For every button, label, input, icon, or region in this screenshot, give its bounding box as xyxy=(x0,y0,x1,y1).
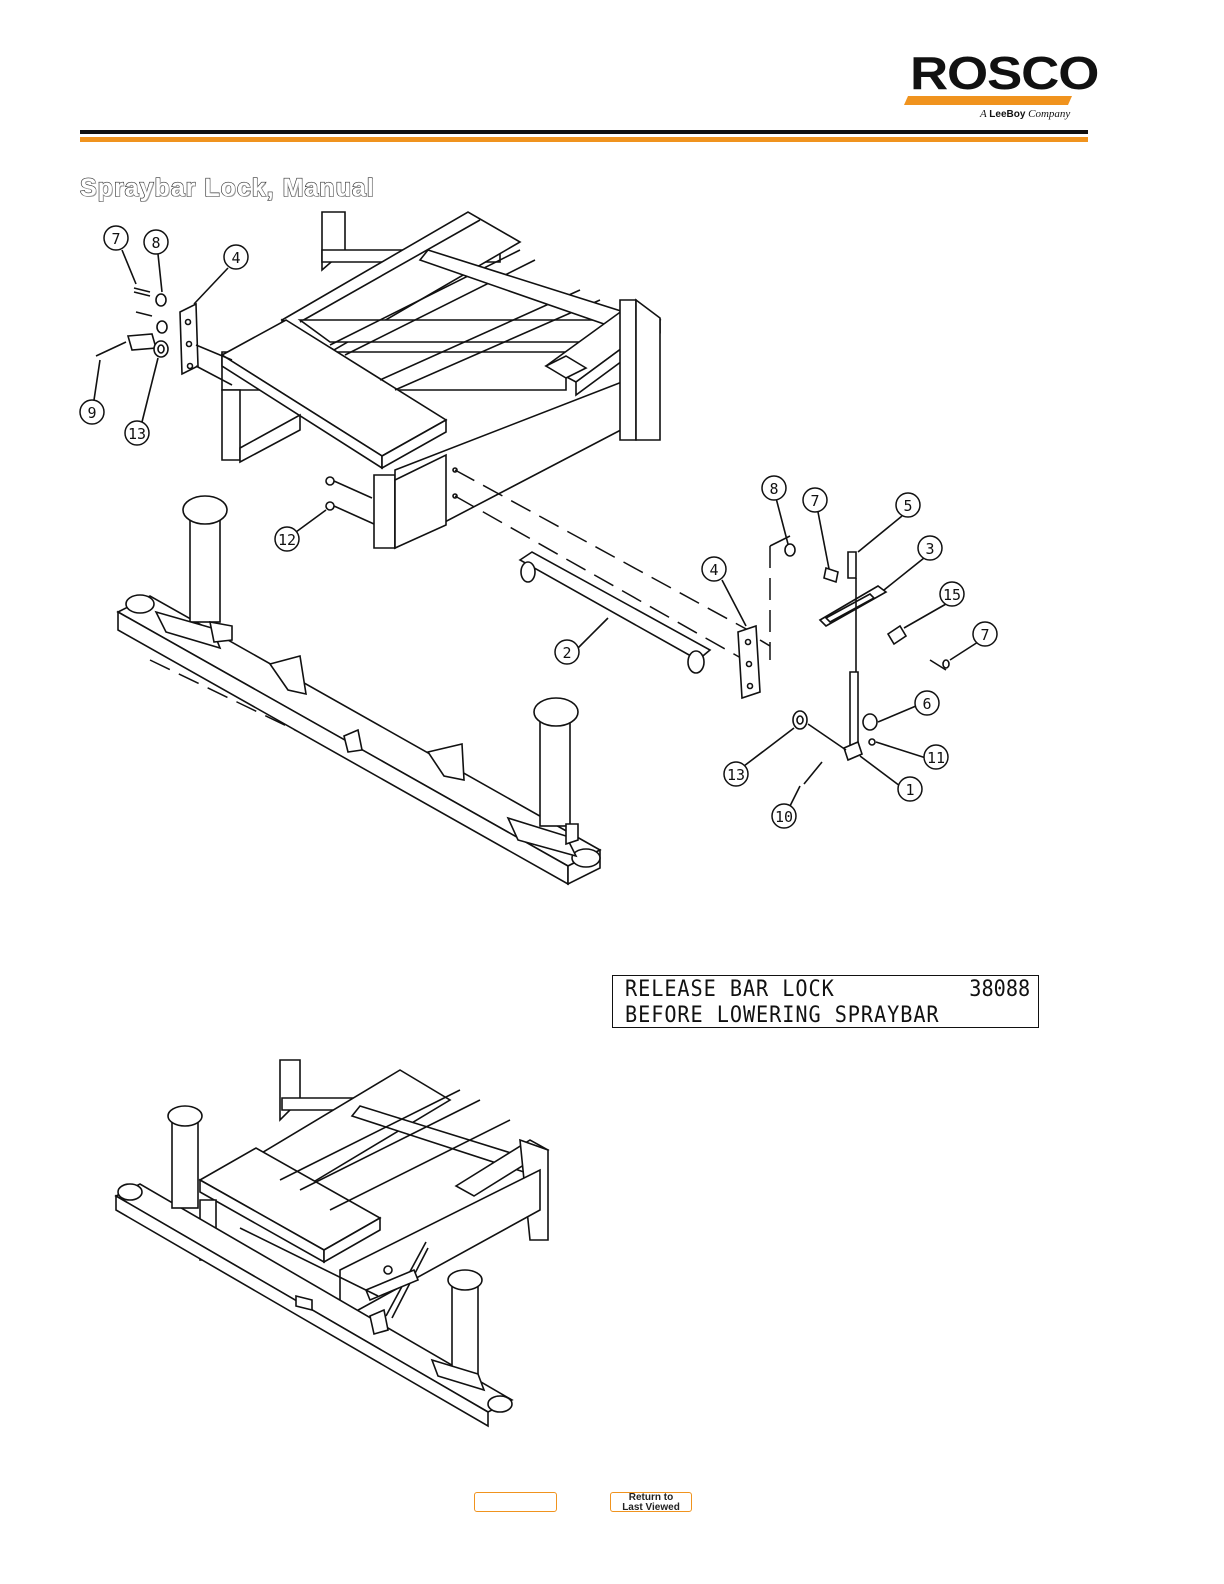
callout-label: 7 xyxy=(111,230,120,248)
callout-label: 1 xyxy=(905,781,914,799)
callout-label: 3 xyxy=(925,540,934,558)
callout-7-top-left: 7 xyxy=(104,226,128,250)
callout-9: 9 xyxy=(80,400,104,424)
callout-15: 15 xyxy=(940,582,964,606)
callout-label: 12 xyxy=(278,531,296,549)
callout-label: 15 xyxy=(943,586,961,604)
callout-label: 11 xyxy=(927,749,945,767)
callout-4-top-left: 4 xyxy=(224,245,248,269)
decal-part-number: 38088 xyxy=(969,977,1030,1002)
decal-line-2: BEFORE LOWERING SPRAYBAR xyxy=(625,1003,940,1028)
callout-label: 9 xyxy=(87,404,96,422)
callout-3: 3 xyxy=(918,536,942,560)
right-plate xyxy=(722,536,790,698)
callout-8-right: 8 xyxy=(762,476,786,500)
callout-11: 11 xyxy=(924,745,948,769)
decal-line-1: RELEASE BAR LOCK xyxy=(625,977,835,1002)
callout-4-right: 4 xyxy=(702,557,726,581)
callout-label: 5 xyxy=(903,497,912,515)
callout-1: 1 xyxy=(898,777,922,801)
callout-2: 2 xyxy=(555,640,579,664)
callout-label: 4 xyxy=(709,561,718,579)
blank-nav-button[interactable] xyxy=(474,1492,557,1512)
callout-label: 10 xyxy=(775,808,793,826)
callout-7-far-right: 7 xyxy=(973,622,997,646)
callout-label: 8 xyxy=(769,480,778,498)
callout-7-right: 7 xyxy=(803,488,827,512)
callout-label: 8 xyxy=(151,234,160,252)
lock-rod xyxy=(520,552,710,673)
callout-12: 12 xyxy=(275,527,299,551)
callout-10: 10 xyxy=(772,804,796,828)
callout-13-right: 13 xyxy=(724,762,748,786)
callout-label: 7 xyxy=(810,492,819,510)
callout-13-top-left: 13 xyxy=(125,421,149,445)
callout-label: 2 xyxy=(562,644,571,662)
callout-label: 4 xyxy=(231,249,240,267)
callout-label: 7 xyxy=(980,626,989,644)
callout-8-top-left: 8 xyxy=(144,230,168,254)
carriage-frame xyxy=(222,212,660,548)
return-label-line-2: Last Viewed xyxy=(611,1503,691,1513)
callout-6: 6 xyxy=(915,691,939,715)
assembled-view xyxy=(116,1060,548,1426)
callout-label: 13 xyxy=(727,766,745,784)
callout-5: 5 xyxy=(896,493,920,517)
leaders-top-left xyxy=(94,250,228,422)
warning-decal: RELEASE BAR LOCK 38088 BEFORE LOWERING S… xyxy=(612,975,1039,1028)
callout-label: 13 xyxy=(128,425,146,443)
hardware-top-left xyxy=(96,288,232,385)
return-to-last-viewed-button[interactable]: Return to Last Viewed xyxy=(610,1492,692,1512)
callout-label: 6 xyxy=(922,695,931,713)
